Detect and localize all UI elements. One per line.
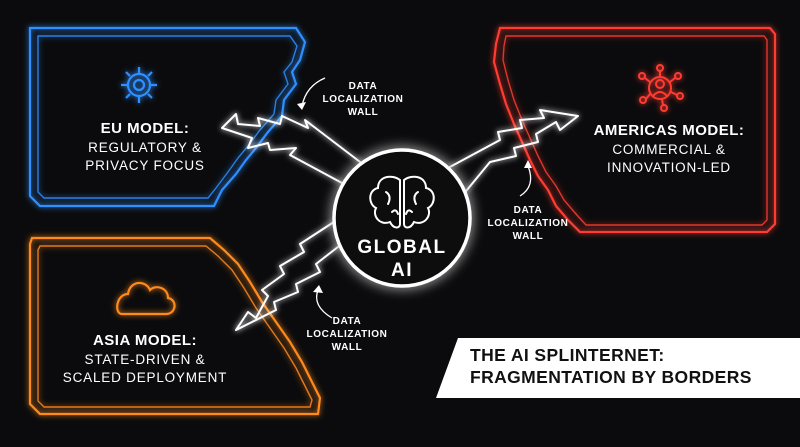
wall-pointer-eu-head bbox=[297, 102, 306, 110]
eu-title: EU MODEL: bbox=[100, 120, 190, 137]
wall-americas-line2: LOCALIZATION bbox=[487, 218, 569, 229]
arrow-to-asia bbox=[235, 217, 353, 331]
banner-title: THE AI SPLINTERNET: FRAGMENTATION BY BOR… bbox=[470, 344, 790, 388]
hub-label-line1: GLOBAL bbox=[357, 237, 447, 258]
wall-pointer-americas bbox=[519, 165, 532, 197]
asia-region-text: ASIA MODEL: STATE-DRIVEN & SCALED DEPLOY… bbox=[50, 332, 240, 387]
wall-label-eu: DATA LOCALIZATION WALL bbox=[318, 80, 408, 119]
americas-sub-line2: INNOVATION-LED bbox=[607, 160, 731, 175]
brain-icon bbox=[369, 175, 435, 229]
americas-region-frame bbox=[492, 26, 777, 234]
hub-label: GLOBAL AI bbox=[352, 236, 452, 282]
asia-title: ASIA MODEL: bbox=[92, 332, 198, 349]
wall-eu-line3: WALL bbox=[347, 107, 379, 118]
wall-label-asia: DATA LOCALIZATION WALL bbox=[302, 315, 392, 354]
wall-asia-line1: DATA bbox=[332, 316, 362, 327]
wall-eu-line2: LOCALIZATION bbox=[322, 94, 404, 105]
americas-region-text: AMERICAS MODEL: COMMERCIAL & INNOVATION-… bbox=[574, 122, 764, 177]
asia-sub-line2: SCALED DEPLOYMENT bbox=[62, 370, 228, 385]
banner-title-line2: FRAGMENTATION BY BORDERS bbox=[470, 367, 752, 387]
wall-pointer-asia-head bbox=[313, 285, 323, 293]
wall-asia-line2: LOCALIZATION bbox=[306, 329, 388, 340]
americas-sub-line1: COMMERCIAL & bbox=[612, 142, 726, 157]
wall-asia-line3: WALL bbox=[331, 342, 363, 353]
network-person-icon bbox=[638, 64, 684, 112]
global-ai-hub bbox=[332, 148, 472, 288]
cloud-icon bbox=[116, 281, 176, 316]
wall-pointer-americas-head bbox=[524, 160, 532, 168]
banner-title-line1: THE AI SPLINTERNET: bbox=[470, 345, 665, 365]
wall-label-americas: DATA LOCALIZATION WALL bbox=[483, 204, 573, 243]
wall-eu-line1: DATA bbox=[348, 81, 378, 92]
wall-americas-line1: DATA bbox=[513, 205, 543, 216]
eu-sub-line2: PRIVACY FOCUS bbox=[85, 158, 205, 173]
eu-sub-line1: REGULATORY & bbox=[88, 140, 202, 155]
hub-label-line2: AI bbox=[391, 260, 413, 281]
eu-region-text: EU MODEL: REGULATORY & PRIVACY FOCUS bbox=[60, 120, 230, 175]
wall-pointer-asia bbox=[315, 289, 333, 319]
asia-region-frame bbox=[28, 236, 322, 416]
arrow-to-americas bbox=[447, 109, 579, 197]
americas-title: AMERICAS MODEL: bbox=[593, 122, 745, 139]
arrow-to-eu bbox=[221, 113, 369, 191]
title-banner bbox=[436, 338, 800, 398]
gear-icon bbox=[121, 67, 157, 103]
wall-americas-line3: WALL bbox=[512, 231, 544, 242]
eu-region-frame bbox=[28, 26, 307, 208]
asia-sub-line1: STATE-DRIVEN & bbox=[84, 352, 206, 367]
